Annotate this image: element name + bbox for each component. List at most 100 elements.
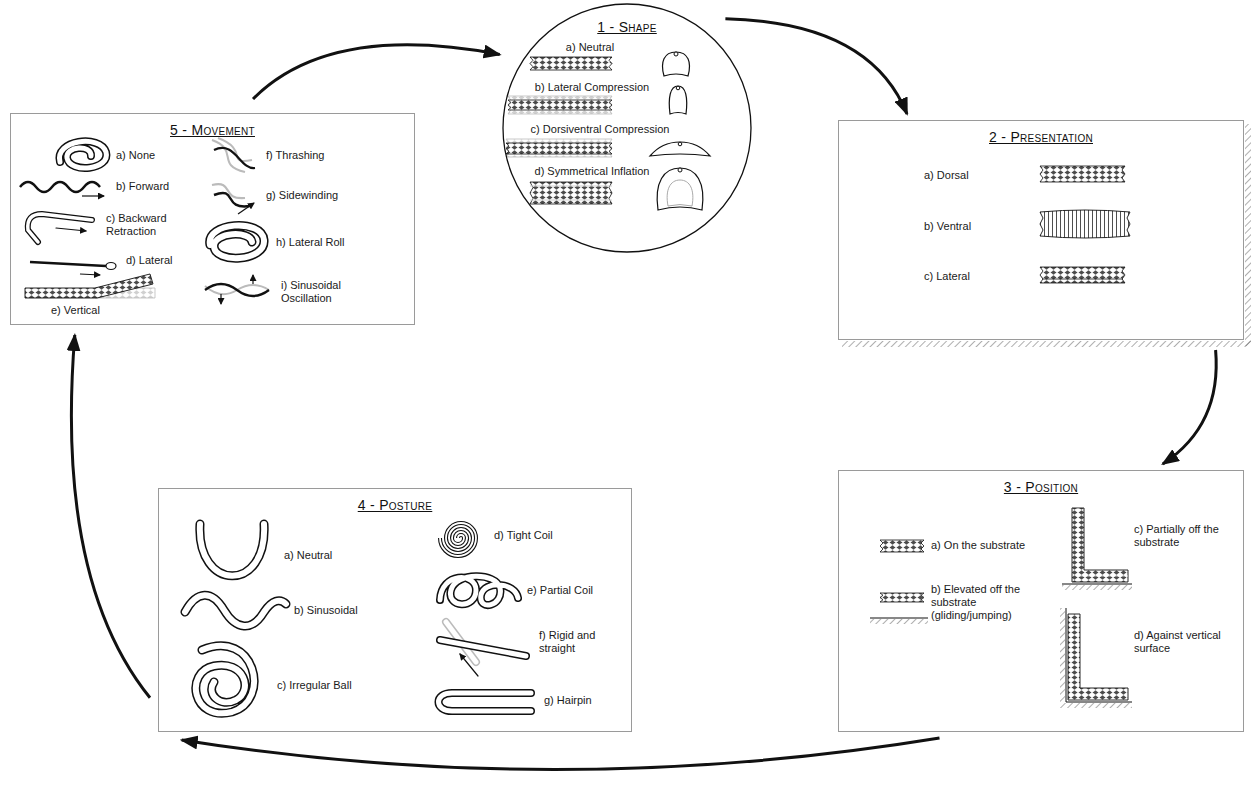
sinusoidal-oscillation: [220, 294, 221, 304]
hairpin-posture: [439, 693, 532, 711]
on-substrate-body: [880, 540, 924, 552]
category-panel: 4 - Posturea) Neutralb) Sinusoidalc) Irr…: [158, 488, 632, 732]
backward-retraction: [28, 214, 92, 242]
panel-heading: 2 - Presentation: [839, 129, 1243, 146]
panel-shadow: [1245, 124, 1251, 346]
sinusoidal-posture: [185, 595, 286, 626]
item-label: a) None: [116, 149, 155, 162]
panel-heading: 5 - Movement: [11, 122, 414, 139]
item-label: e) Vertical: [51, 304, 100, 317]
item-label: b) Ventral: [924, 220, 971, 233]
thrashing-movement: [214, 148, 255, 168]
partial-coil-posture: [440, 576, 518, 605]
neutral-body: [663, 52, 690, 76]
category-panel: 2 - Presentationa) Dorsalb) Ventralc) La…: [838, 120, 1244, 340]
forward-movement: [20, 182, 100, 192]
backward-retraction: [28, 214, 92, 242]
item-label: a) Dorsal: [924, 169, 969, 182]
item-label: g) Sidewinding: [266, 189, 338, 202]
sidewinding-movement: [214, 193, 250, 206]
lateral-compression-body: [508, 96, 612, 114]
item-label: i) Sinusoidal Oscillation: [281, 279, 361, 305]
neutral-body: [674, 52, 678, 56]
sinusoidal-oscillation: [205, 275, 269, 304]
rigid-posture: [440, 640, 526, 656]
tight-coil-posture: [440, 523, 476, 556]
inflated-body: [530, 182, 612, 204]
lateral-roll-movement: [210, 225, 264, 258]
ventral-view-body: [1040, 210, 1130, 238]
vertical-surface-body: [1060, 608, 1065, 702]
cycle-arrow: [725, 19, 907, 114]
rigid-posture: [460, 654, 478, 676]
item-label: b) Elevated off the substrate (gliding/j…: [931, 583, 1051, 623]
item-label: g) Hairpin: [544, 694, 592, 707]
elevated-body: [870, 593, 928, 624]
tight-coil-posture: [440, 523, 476, 556]
thrashing-movement: [212, 138, 255, 172]
item-label: a) Neutral: [566, 41, 614, 54]
elevated-body: [870, 618, 928, 619]
inflated-body: [657, 168, 703, 210]
lateral-compression-body: [669, 86, 686, 114]
lateral-compression-body: [508, 100, 612, 110]
item-label: b) Forward: [116, 180, 169, 193]
item-label: a) On the substrate: [931, 539, 1025, 552]
item-label: d) Tight Coil: [494, 529, 553, 542]
item-label: c) Partially off the substrate: [1134, 523, 1234, 549]
sidewinding-movement: [212, 184, 254, 214]
tight-coil-posture: [440, 523, 476, 556]
partially-off-body: [1078, 508, 1128, 576]
dorsiventral-compression-body: [678, 142, 682, 146]
inflated-body: [678, 168, 682, 172]
elevated-body: [880, 593, 924, 602]
sinusoidal-posture: [185, 595, 286, 626]
lateral-movement: [80, 274, 100, 275]
panel-shadow: [842, 124, 1251, 347]
neutral-body: [530, 52, 690, 76]
sinusoidal-posture: [185, 595, 286, 626]
neutral-body: [530, 57, 612, 70]
item-label: d) Symmetrical Inflation: [535, 165, 650, 178]
irregular-ball-posture: [196, 646, 254, 713]
vertical-surface-body: [1068, 614, 1128, 700]
vertical-surface-body: [1060, 608, 1132, 708]
panel-heading: 3 - Position: [839, 479, 1243, 496]
irregular-ball-posture: [196, 646, 254, 713]
vertical-surface-body: [1066, 608, 1132, 702]
panel-heading: 1 - Shape: [502, 19, 752, 36]
no-movement: [59, 141, 106, 168]
ventral-view-body: [1040, 210, 1130, 238]
backward-retraction: [28, 214, 92, 242]
inflated-body: [667, 180, 693, 206]
category-panel: 3 - Position a) On the substrate b) Elevat…: [838, 470, 1244, 732]
vertical-movement: [25, 274, 155, 298]
rigid-posture: [440, 622, 526, 676]
lateral-movement: [30, 262, 116, 275]
partial-coil-posture: [440, 576, 518, 605]
lateral-movement: [106, 263, 116, 270]
hairpin-posture: [439, 693, 532, 711]
vertical-movement: [25, 274, 153, 298]
cycle-arrow: [182, 738, 940, 770]
item-label: a) Neutral: [284, 549, 332, 562]
lateral-view-body: [1040, 267, 1125, 283]
thrashing-movement: [212, 140, 245, 172]
sinusoidal-oscillation: [252, 275, 253, 284]
item-label: f) Rigid and straight: [539, 629, 614, 655]
item-label: d) Lateral: [126, 254, 172, 267]
item-label: c) Backward Retraction: [106, 212, 176, 238]
lateral-view-body: [1042, 279, 1123, 280]
dorsiventral-compression-body: [506, 139, 710, 157]
no-movement: [59, 141, 106, 168]
dorsal-view-body: [1040, 166, 1125, 182]
partial-coil-posture: [440, 576, 518, 605]
lateral-roll-movement: [210, 225, 264, 258]
forward-movement: [82, 195, 104, 196]
lateral-compression-body: [676, 86, 680, 90]
vertical-surface-body: [1060, 703, 1132, 708]
partially-off-body: [1062, 585, 1132, 590]
